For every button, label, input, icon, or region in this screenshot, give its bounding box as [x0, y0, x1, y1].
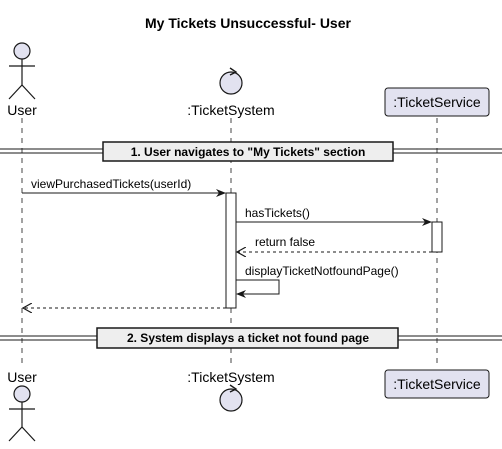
message-3: return false — [237, 235, 432, 252]
divider-1: 1. User navigates to "My Tickets" sectio… — [0, 141, 502, 162]
participant-ticketservice-bottom: :TicketService — [384, 369, 490, 399]
participant-label-user-bottom: User — [7, 369, 37, 385]
control-ticketsystem-top: :TicketSystem — [187, 67, 275, 118]
control-ticketsystem-bottom: :TicketSystem — [187, 369, 275, 412]
divider-2-label: 2. System displays a ticket not found pa… — [127, 331, 369, 345]
participant-label-ticketservice-bottom: :TicketService — [393, 376, 481, 392]
message-2-label: hasTickets() — [245, 206, 310, 220]
message-1-label: viewPurchasedTickets(userId) — [31, 177, 191, 191]
participant-ticketservice-top: :TicketService — [384, 87, 490, 117]
actor-user-bottom: User — [7, 369, 37, 442]
participant-label-user: User — [7, 102, 37, 118]
stick-figure-icon — [13, 42, 31, 60]
participant-box — [384, 87, 490, 117]
activation-ticketsystem — [225, 192, 237, 309]
participant-label-ticketsystem-bottom: :TicketSystem — [187, 369, 274, 385]
divider-1-label: 1. User navigates to "My Tickets" sectio… — [131, 145, 366, 159]
control-icon — [219, 71, 243, 95]
control-icon — [219, 388, 243, 412]
stick-figure-icon — [13, 385, 31, 403]
message-3-label: return false — [255, 235, 315, 249]
diagram-title: My Tickets Unsuccessful- User — [145, 15, 351, 31]
message-4-label: displayTicketNotfoundPage() — [245, 264, 399, 278]
participant-label-ticketservice: :TicketService — [393, 94, 481, 110]
message-1: viewPurchasedTickets(userId) — [22, 177, 226, 197]
participant-box — [384, 369, 490, 399]
participant-label-ticketsystem: :TicketSystem — [187, 102, 274, 118]
message-4: displayTicketNotfoundPage() — [236, 264, 399, 298]
actor-user-top: User — [7, 42, 37, 118]
message-2: hasTickets() — [236, 206, 432, 226]
divider-2: 2. System displays a ticket not found pa… — [0, 327, 502, 349]
activation-ticketservice — [431, 221, 443, 253]
